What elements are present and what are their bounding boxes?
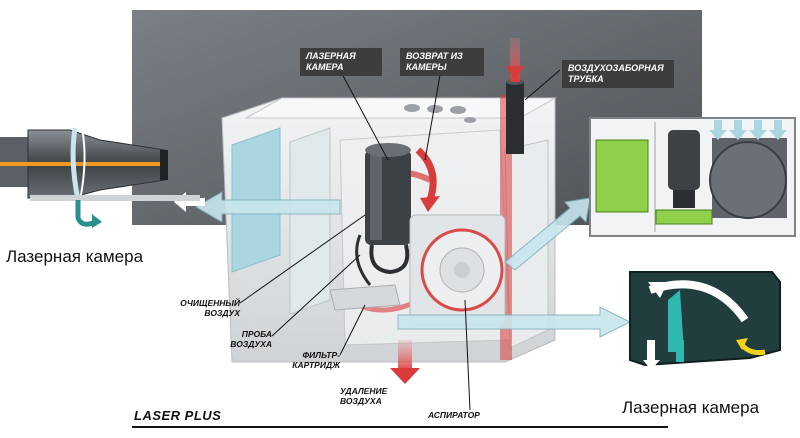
inset-laser-chamber-left (0, 127, 200, 228)
transfer-arrow-left (194, 191, 341, 223)
callout-laser-chamber: ЛАЗЕРНАЯ КАМЕРА (300, 48, 382, 76)
caption-right: Лазерная камера (622, 398, 760, 417)
transfer-arrow-right-bottom (397, 306, 632, 338)
label-aspirator: АСПИРАТОР (428, 410, 480, 420)
air-removal-arrow (390, 340, 420, 384)
inset-detector-top-right (589, 117, 796, 237)
filter-cartridge (329, 284, 401, 311)
callout-intake-tube: ВОЗДУХОЗАБОРНАЯ ТРУБКА (562, 60, 674, 88)
label-filter-cartridge: ФИЛЬТР- КАРТРИДЖ (292, 350, 340, 370)
transfer-arrow-right-top (504, 197, 591, 271)
aspirator-fan (409, 214, 506, 326)
caption-left: Лазерная камера (6, 247, 144, 266)
laser-chamber-cylinder (355, 143, 411, 286)
label-clean-air: ОЧИЩЕННЫЙ ВОЗДУХ (180, 298, 240, 318)
intake-tube (505, 38, 525, 154)
green-block (595, 139, 649, 213)
label-air-sample: ПРОБА ВОЗДУХА (230, 329, 272, 349)
callout-chamber-return: ВОЗВРАТ ИЗ КАМЕРЫ (400, 48, 484, 76)
laser-beam (0, 162, 165, 166)
chamber-return-arrow (415, 147, 437, 202)
inset-laser-chamber-right (629, 271, 781, 370)
brand-name: LASER PLUS (134, 408, 222, 423)
label-air-removal: УДАЛЕНИЕ ВОЗДУХА (340, 386, 388, 406)
